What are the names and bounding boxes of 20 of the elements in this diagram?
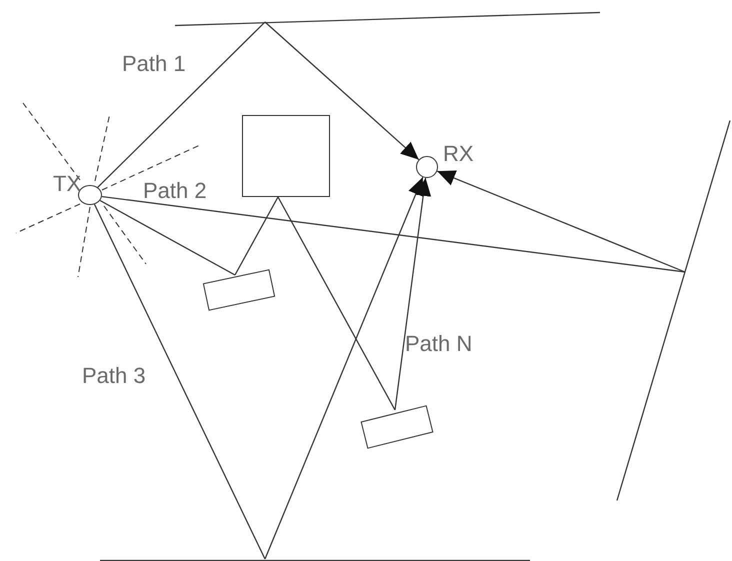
- signal-path-arrow: [264, 22, 420, 160]
- reflecting-wall: [175, 12, 600, 26]
- edge-label: Path 1: [122, 53, 186, 75]
- signal-path-line: [94, 204, 266, 560]
- antenna-label: RX: [443, 143, 474, 165]
- signal-path-line: [277, 196, 396, 410]
- signal-path-line: [97, 22, 266, 188]
- obstacle-box: [242, 115, 330, 197]
- edge-label: Path 3: [82, 365, 146, 387]
- signal-path-line: [100, 200, 236, 276]
- signal-path-line: [234, 196, 279, 276]
- antenna-circle: [416, 156, 438, 178]
- signal-path-arrow: [394, 178, 432, 410]
- edge-label: Path 2: [143, 180, 207, 202]
- reflecting-wall: [617, 120, 730, 500]
- signal-path-line: [102, 196, 686, 273]
- signal-path-arrow: [264, 176, 424, 560]
- edge-label: Path N: [405, 333, 472, 355]
- signal-path-arrow: [436, 170, 686, 273]
- antenna-label: TX: [53, 173, 82, 195]
